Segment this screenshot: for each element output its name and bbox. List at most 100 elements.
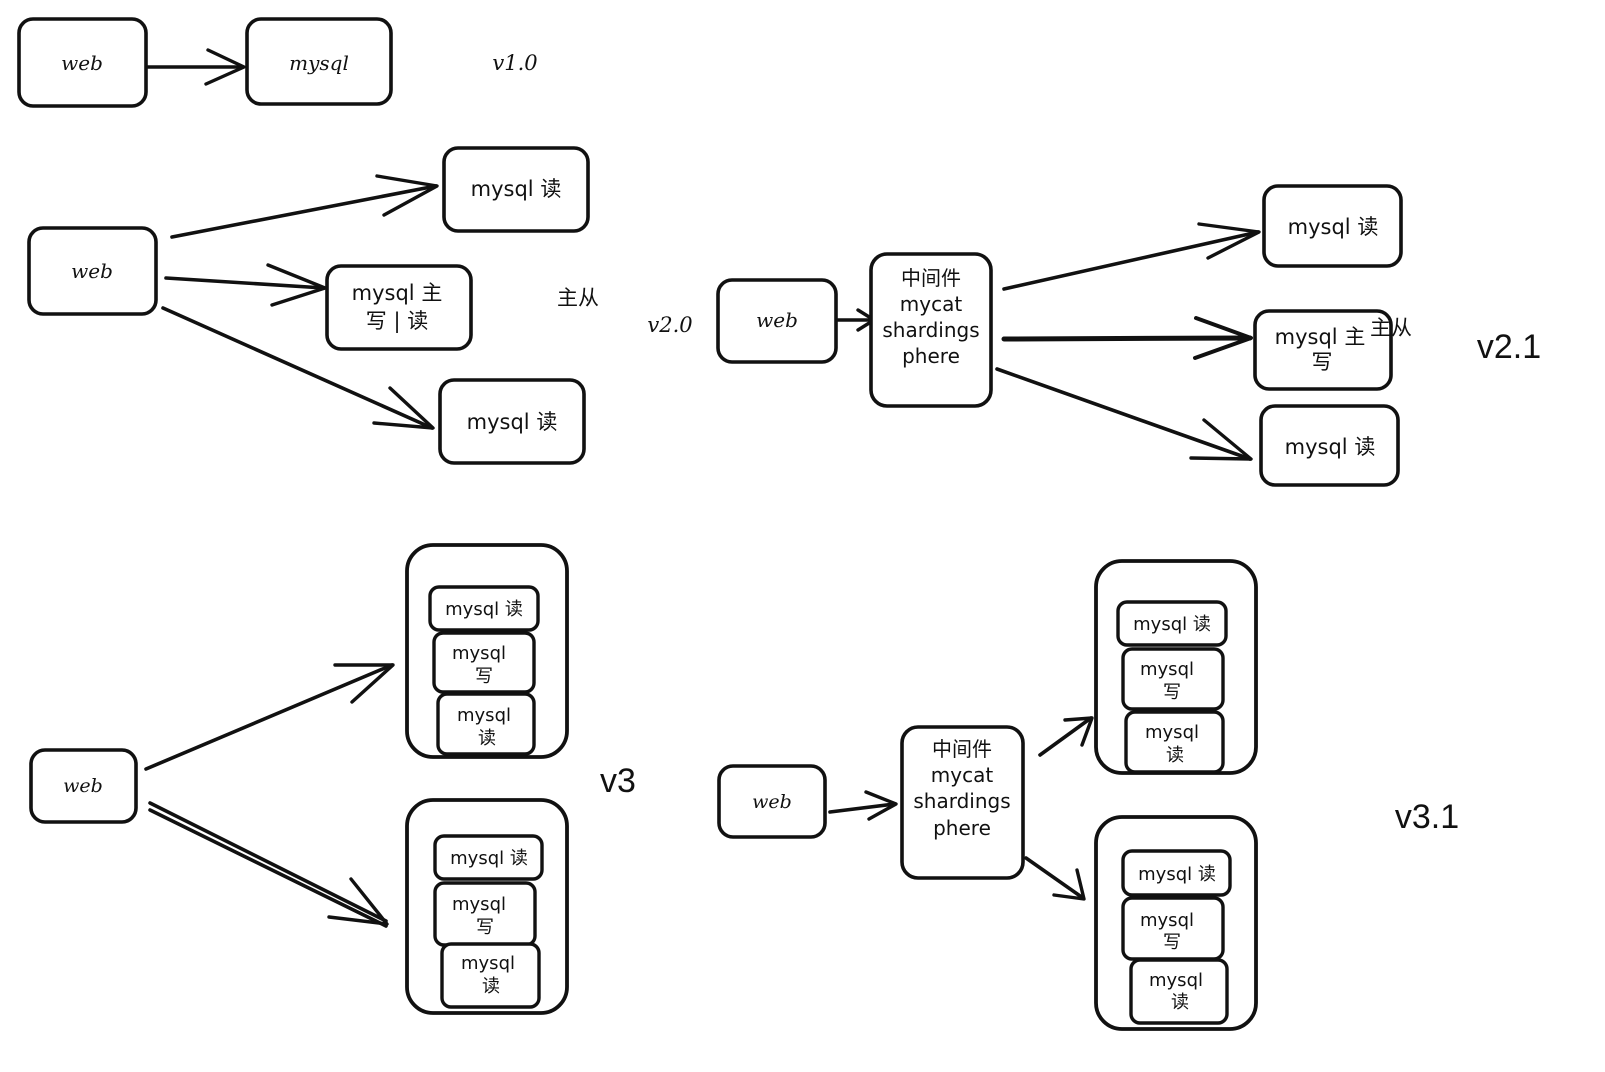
v3-top-read2-node [436,692,536,756]
v2-master-slave-note: 主从 [1370,316,1412,340]
v1-web-node [17,17,148,108]
v1b-web-label: web [71,259,113,283]
v1b-master-label-2: 写 | 读 [366,309,428,334]
v31-top-read-label: mysql 读 [1133,614,1211,635]
v1b-arrow-read-bottom [161,306,434,430]
v2-middleware-line-3: shardings [882,318,979,342]
v2-mysql-read-bottom [1259,404,1400,487]
v31-top-read2-node [1124,710,1225,774]
v1b-read-top-label: mysql 读 [471,177,562,201]
v1b-arrow-read-top [170,184,438,239]
v2-arrowhead-master [1193,316,1253,360]
v3-arrow-bottom-cluster [148,801,388,923]
v3-bottom-write-label-1: mysql [452,894,506,915]
v1b-read-bottom-label: mysql 读 [467,410,558,434]
v1-mysql-label: mysql [289,51,349,75]
v3-bottom-read2-label-1: mysql [461,953,515,974]
v2-arrowhead-read-bottom [1189,418,1253,461]
v3-bottom-read-node [433,834,544,881]
v2-version-label: v2.0 [647,313,692,337]
v1b-master-label-1: mysql 主 [352,281,443,305]
v31-bottom-read2-label-1: mysql [1149,970,1203,991]
v1b-arrow-master [164,276,326,290]
v31-version-label: v3.1 [1395,798,1459,836]
v2-arrowhead-read-top [1197,222,1261,260]
v2-master-label-2: 写 [1312,350,1333,374]
v1-version-label: v1.0 [492,51,537,75]
v3-top-read2-label-2: 读 [478,728,496,749]
v3-arrow-bottom-cluster-double [148,808,388,928]
v3-top-write-label-1: mysql [452,643,506,664]
v3-arrowhead-top [333,663,395,704]
v31-top-read2-label-1: mysql [1145,722,1199,743]
v31-bottom-write-label-1: mysql [1140,910,1194,931]
v3-bottom-read-label: mysql 读 [450,848,528,869]
v2-master-label-1: mysql 主 [1275,325,1366,349]
v31-top-read-node [1116,600,1228,647]
v3-top-write-label-2: 写 [475,666,493,687]
v2-middleware-line-2: mycat [900,292,963,316]
v31-arrowhead-bottom [1052,868,1086,901]
v31-bottom-write-label-2: 写 [1163,932,1181,953]
v1b-section: web mysql 读 mysql 主 写 | 读 mysql 读 主从 [27,146,599,465]
v2-arrow-read-top [1002,230,1260,291]
v3-top-read-node [428,585,540,632]
v31-top-write-label-2: 写 [1163,682,1181,703]
v1b-mysql-read-bottom [438,378,586,465]
v3-top-read2-label-1: mysql [457,705,511,726]
v2-mysql-master [1253,309,1393,391]
v2-arrow-read-bottom [995,367,1252,461]
v1b-arrowhead-master [266,263,327,307]
v3-arrowhead-bottom [327,877,389,926]
v2-section: v2.0 web 中间件 mycat shardings phere mysql… [647,184,1541,487]
v31-web-to-middleware-arrow [828,802,897,814]
v31-middleware-line-2: mycat [931,763,994,787]
v31-web-node [717,764,827,839]
v31-bottom-read-node [1121,849,1232,897]
v2-web-node [716,278,838,364]
v2-middleware-line-4: phere [902,344,960,368]
v1b-web-node [27,226,158,316]
v1b-master-slave-note: 主从 [557,286,599,310]
v1-web-label: web [61,51,103,75]
v3-top-read-label: mysql 读 [445,599,523,620]
v2-right-version-label: v2.1 [1477,328,1541,366]
v2-mysql-read-top [1262,184,1403,268]
v3-top-write-node [432,631,536,694]
v3-web-node [29,748,138,824]
v31-middleware-line-4: phere [933,816,991,840]
v2-middleware-line-1: 中间件 [901,266,961,290]
v31-middleware-node [900,725,1025,880]
v1-mysql-node [245,17,393,106]
v1b-mysql-master [325,264,473,351]
v31-web-label: web [752,791,792,813]
v3-bottom-write-label-2: 写 [476,917,494,938]
v31-section: web 中间件 mycat shardings phere mysql 读 my… [717,559,1459,1031]
v3-bottom-read2-node [440,942,541,1009]
v1b-arrowhead-read-bottom [372,386,435,430]
v2-read-bottom-label: mysql 读 [1285,435,1376,459]
v2-middleware-node [869,252,993,408]
v2-web-label: web [756,308,798,332]
v31-bottom-read-label: mysql 读 [1138,864,1216,885]
v31-top-write-node [1121,647,1225,711]
v1b-mysql-read-top [442,146,590,233]
v1-arrowhead [204,48,246,86]
v3-web-label: web [63,775,103,797]
v3-bottom-read2-label-2: 读 [482,976,500,997]
v31-arrowhead-middleware [864,790,898,821]
v31-arrow-bottom-cluster [1024,856,1085,900]
v31-bottom-read2-node [1129,958,1229,1025]
v3-arrow-top-cluster [144,663,394,771]
v31-middleware-line-1: 中间件 [932,737,992,761]
v31-bottom-read2-label-2: 读 [1171,992,1189,1013]
v31-arrow-top-cluster [1038,716,1093,757]
v2-read-top-label: mysql 读 [1288,215,1379,239]
v3-section: web mysql 读 mysql 写 mysql 读 mysql 读 mysq… [29,543,636,1015]
v1b-arrowhead-read-top [375,174,439,217]
v31-top-write-label-1: mysql [1140,659,1194,680]
v1-section: web mysql v1.0 [17,17,538,108]
v31-middleware-line-3: shardings [913,789,1010,813]
v31-top-read2-label-2: 读 [1166,745,1184,766]
v31-arrowhead-top [1063,716,1094,747]
